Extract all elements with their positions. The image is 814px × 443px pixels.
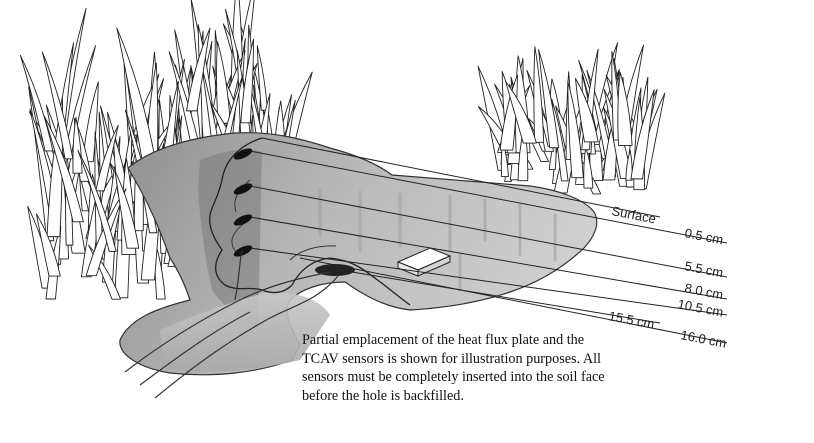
grass-blade xyxy=(575,77,599,143)
grass-blade xyxy=(216,41,231,124)
grass-blade xyxy=(43,115,84,223)
sensor-cables xyxy=(124,250,339,399)
caption: Partial emplacement of the heat flux pla… xyxy=(302,331,647,405)
grass-blade xyxy=(41,51,74,160)
grass-blade xyxy=(567,80,584,179)
leader-surface xyxy=(261,137,661,218)
pit-face xyxy=(198,149,262,330)
label-15.5cm: 15.5 cm xyxy=(607,308,655,332)
grass-blade xyxy=(538,49,560,149)
grass-blade xyxy=(551,98,569,182)
grass-blade xyxy=(186,27,211,112)
trench-floor xyxy=(160,292,330,372)
label-16.0cm: 16.0 cm xyxy=(679,327,727,351)
sensor-8.0cm xyxy=(233,214,253,226)
grass-blade xyxy=(505,81,537,144)
grass-blade xyxy=(72,116,83,174)
pit-profile-outline xyxy=(209,137,411,306)
grass-left-illustration xyxy=(19,0,313,300)
grass-blade xyxy=(77,149,117,252)
grass-blade xyxy=(116,27,158,170)
soil-texture xyxy=(318,188,557,292)
leader-10.5cm xyxy=(249,247,728,316)
grass-blade xyxy=(617,72,633,146)
label-0.5cm: 0.5 cm xyxy=(683,225,724,247)
heat-flux-plate xyxy=(396,247,452,277)
grass-blade xyxy=(533,46,545,143)
caption-line-2: TCAV sensors is shown for illustration p… xyxy=(302,350,601,367)
tcav-sensors xyxy=(233,148,253,257)
grass-blade xyxy=(630,89,655,180)
leader-16.0cm xyxy=(299,257,728,344)
grass-blade xyxy=(95,124,119,192)
label-5.5cm: 5.5 cm xyxy=(683,258,724,280)
leader-5.5cm xyxy=(249,185,728,278)
grass-blade xyxy=(256,45,268,111)
leader-8.0cm xyxy=(249,216,728,300)
depth-leader-lines xyxy=(249,137,728,344)
grass-blade xyxy=(35,213,61,277)
label-8.0cm: 8.0 cm xyxy=(683,280,724,302)
caption-line-1: Partial emplacement of the heat flux pla… xyxy=(302,332,585,348)
pit-profile-inner xyxy=(231,179,337,261)
leader-15.5cm xyxy=(339,269,661,324)
grass-blade xyxy=(46,96,64,238)
grass-blade xyxy=(114,170,140,249)
caption-line-3: sensors must be completely inserted into… xyxy=(302,369,605,385)
grass-blade xyxy=(240,38,254,124)
grass-blade xyxy=(19,54,54,152)
sensor-5.5cm xyxy=(233,183,253,195)
grass-right-illustration xyxy=(477,42,666,195)
label-surface: Surface xyxy=(610,203,657,226)
sensor-0.5cm xyxy=(233,148,253,160)
caption-line-4: before the hole is backfilled. xyxy=(302,387,464,404)
leader-0.5cm xyxy=(249,150,728,244)
